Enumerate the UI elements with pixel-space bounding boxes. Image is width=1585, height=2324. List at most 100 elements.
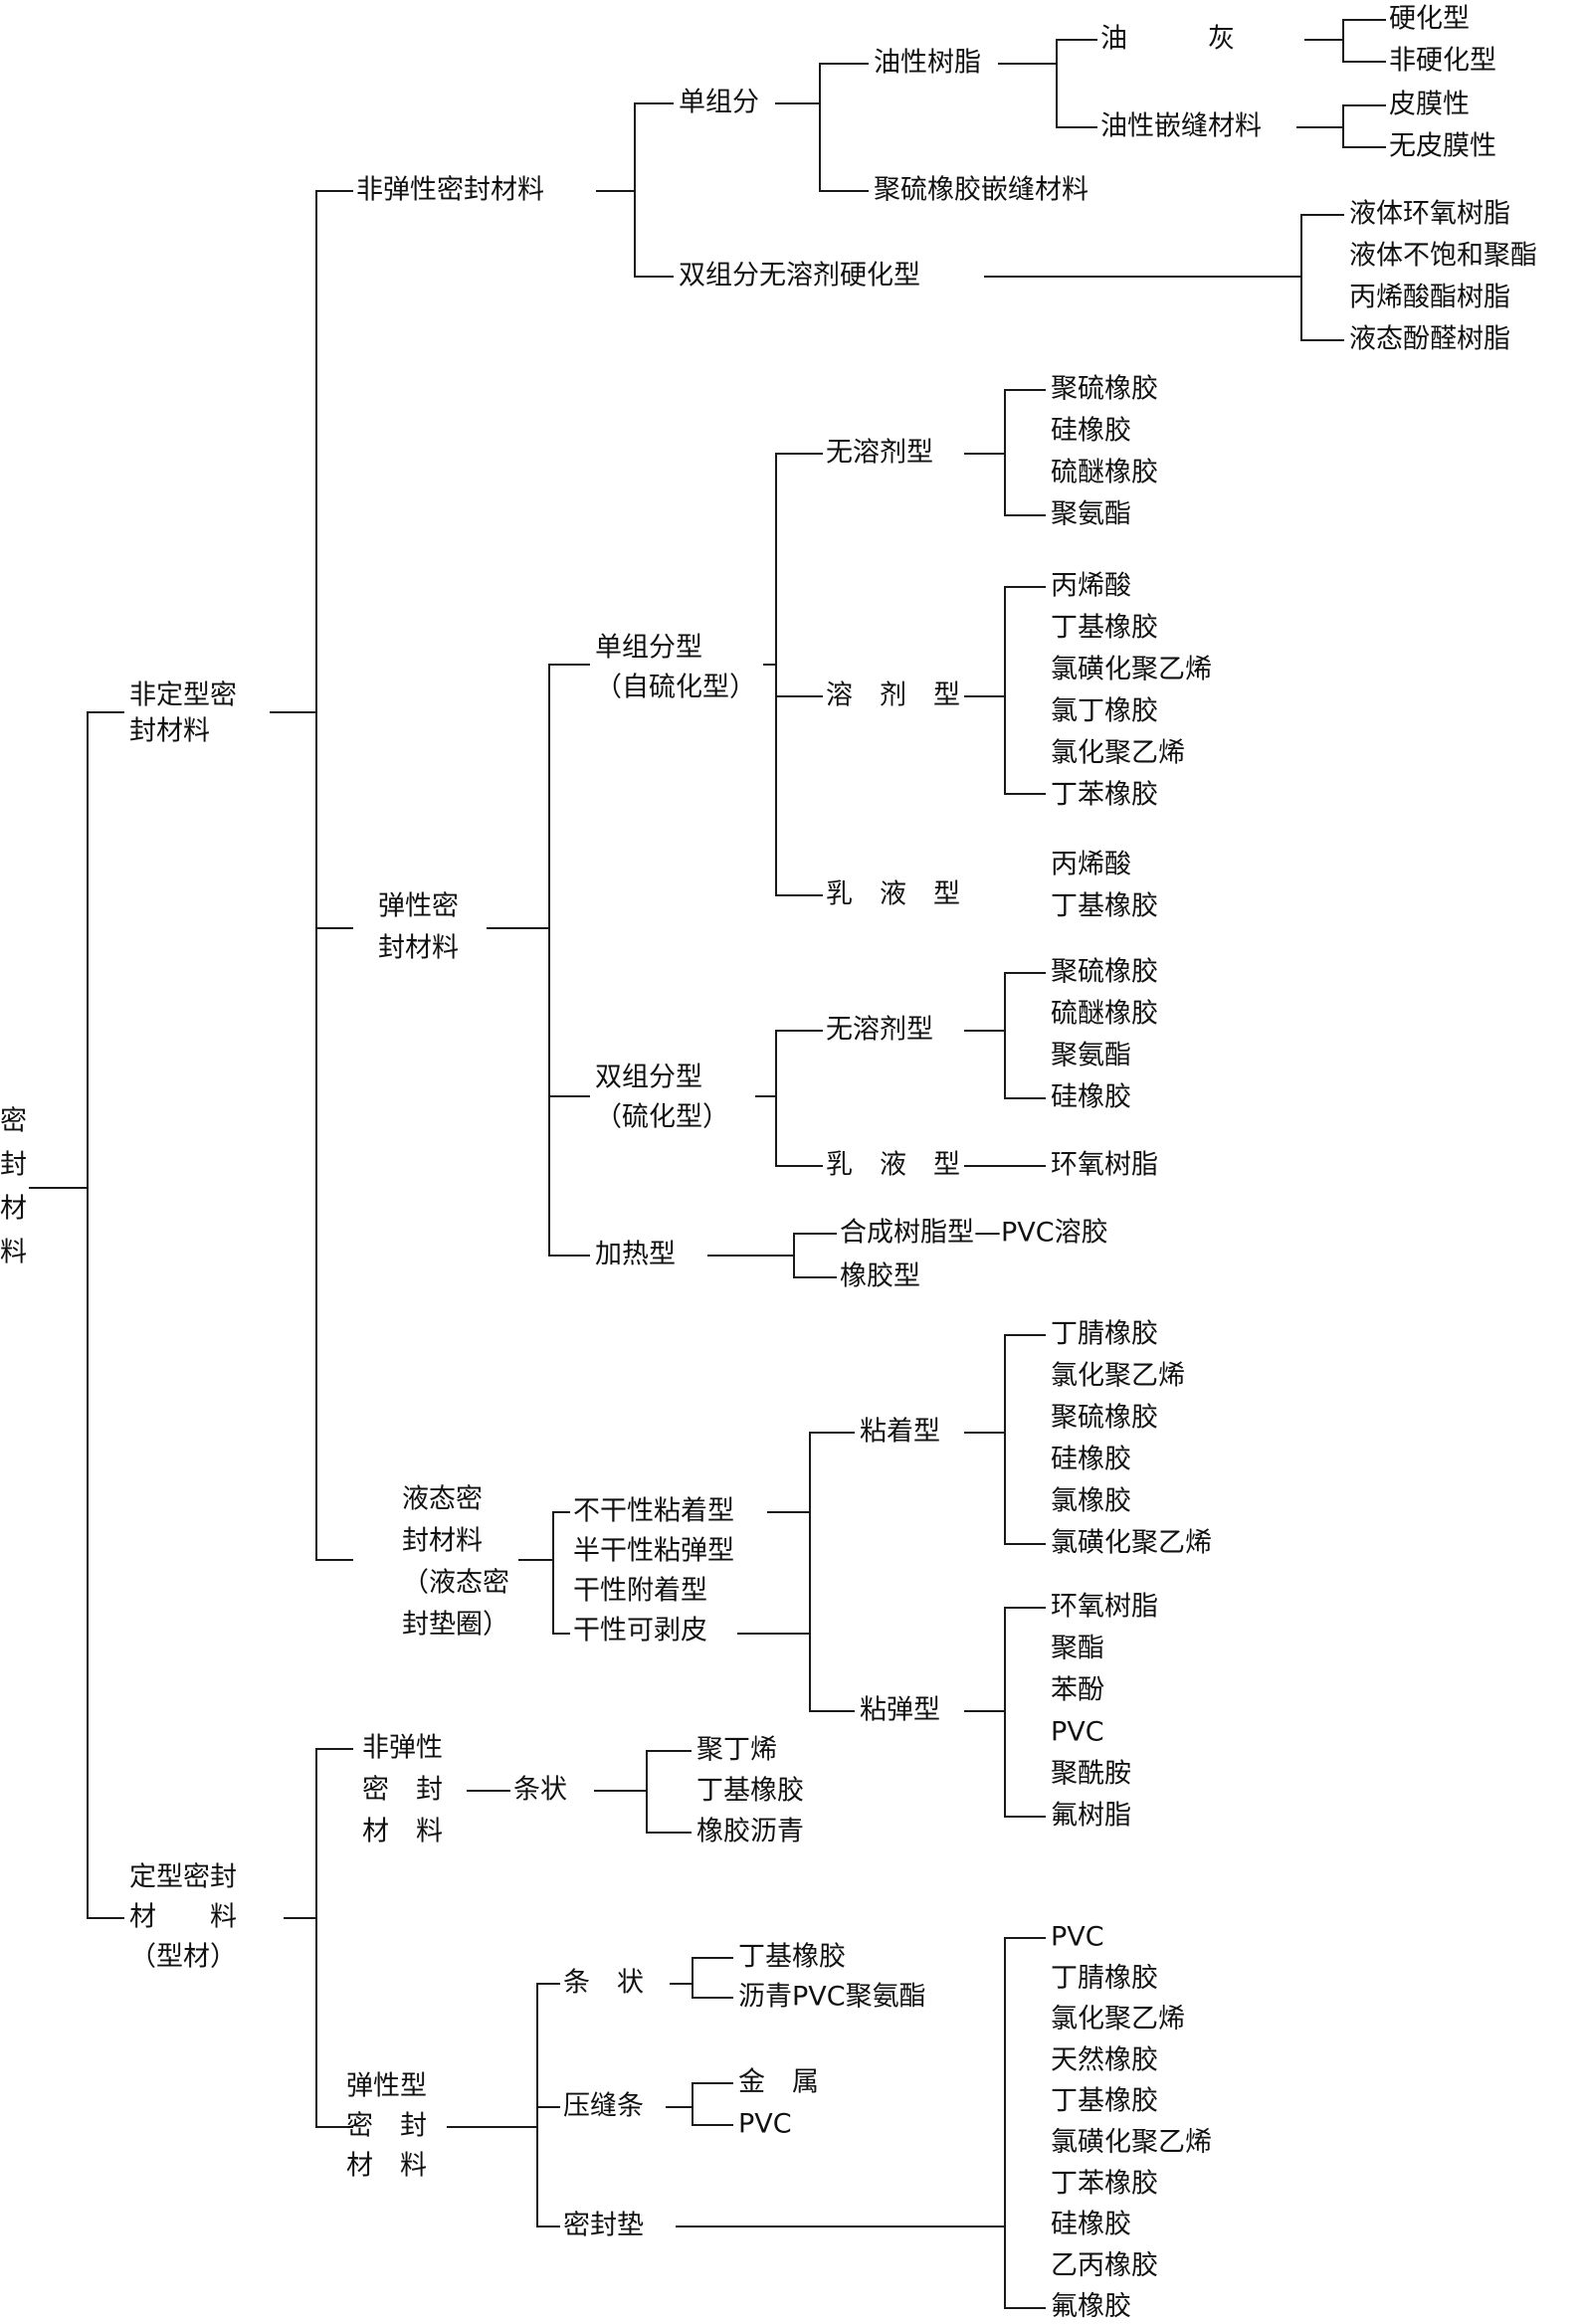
liquid-seal-label-3: 封垫圈） <box>402 1610 509 1641</box>
adhesive-item-2: 聚硫橡胶 <box>1051 1403 1158 1434</box>
strip2-item-0: 丁基橡胶 <box>738 1942 846 1973</box>
adhesive-item-5: 氯磺化聚乙烯 <box>1051 1528 1212 1559</box>
non-elastic-seal-label: 非弹性密封材料 <box>356 175 544 206</box>
gasket-item-0: PVC <box>1051 1922 1104 1953</box>
pressed-strip-label: 压缝条 <box>563 2091 644 2122</box>
solventless2-item-0: 聚硫橡胶 <box>1051 957 1158 988</box>
viscoelastic-type-label: 粘弹型 <box>860 1695 940 1726</box>
root-label-3: 料 <box>0 1238 27 1268</box>
strip-item-0: 聚丁烯 <box>696 1735 777 1766</box>
liquid-seal-label-0: 液态密 <box>402 1484 483 1515</box>
single-type-label-1: （自硫化型） <box>595 673 756 703</box>
elastic-fixed-label-1: 密 封 <box>346 2111 427 2142</box>
root-label-2: 材 <box>0 1194 27 1225</box>
gasket-item-6: 丁苯橡胶 <box>1051 2168 1158 2199</box>
solvent-item-1: 丁基橡胶 <box>1051 613 1158 644</box>
adhesive-item-1: 氯化聚乙烯 <box>1051 1361 1185 1392</box>
fixed-seal-label-2: （型材） <box>129 1942 237 1973</box>
viscoelastic-item-0: 环氧树脂 <box>1051 1592 1158 1623</box>
strip-item-2: 橡胶沥青 <box>696 1817 804 1847</box>
solvent-item-3: 氯丁橡胶 <box>1051 696 1158 727</box>
strip2-label: 条 状 <box>563 1968 644 1999</box>
non-elastic-fixed-label-2: 材 料 <box>362 1817 443 1847</box>
solventless-item-0: 聚硫橡胶 <box>1051 374 1158 405</box>
gasket-item-8: 乙丙橡胶 <box>1051 2250 1158 2281</box>
fixed-seal-label-1: 材 料 <box>129 1902 237 1933</box>
liquid-type-item-2: 干性附着型 <box>573 1576 707 1607</box>
two-type-label-0: 双组分型 <box>595 1063 702 1093</box>
solventless-label: 无溶剂型 <box>826 438 933 469</box>
liquid-type-item-3: 干性可剥皮 <box>573 1616 707 1646</box>
hardening-type-label: 硬化型 <box>1389 4 1470 35</box>
solvent-item-0: 丙烯酸 <box>1051 571 1131 602</box>
solventless-item-3: 聚氨酯 <box>1051 499 1131 530</box>
strip-label: 条状 <box>513 1775 567 1806</box>
non-fixed-seal-label-1: 封材料 <box>129 716 210 747</box>
strip2-item-1: 沥青PVC聚氨酯 <box>738 1982 926 2013</box>
liquid-type-item-1: 半干性粘弹型 <box>573 1536 734 1567</box>
oily-resin-label: 油性树脂 <box>874 48 981 79</box>
gasket-item-9: 氟橡胶 <box>1051 2291 1131 2322</box>
solventless2-label: 无溶剂型 <box>826 1015 933 1046</box>
elastic-seal-label-1: 封材料 <box>378 933 459 964</box>
synthetic-resin-type-label: 合成树脂型—PVC溶胶 <box>840 1218 1108 1249</box>
pressed-strip-item-1: PVC <box>738 2109 792 2140</box>
liquid-type-item-0: 不干性粘着型 <box>573 1496 734 1527</box>
solventless-item-2: 硫醚橡胶 <box>1051 458 1158 488</box>
solvent-item-4: 氯化聚乙烯 <box>1051 738 1185 769</box>
liquid-seal-label-2: （液态密 <box>402 1568 509 1599</box>
strip-item-1: 丁基橡胶 <box>696 1776 804 1807</box>
non-elastic-fixed-label-1: 密 封 <box>362 1775 443 1806</box>
emulsion-item-0: 丙烯酸 <box>1051 850 1131 880</box>
emulsion-type-label: 乳 液 型 <box>826 879 960 910</box>
non-fixed-seal-label-0: 非定型密 <box>129 680 237 711</box>
gasket-item-3: 天然橡胶 <box>1051 2044 1158 2075</box>
solventless2-item-2: 聚氨酯 <box>1051 1041 1131 1071</box>
elastic-fixed-label-0: 弹性型 <box>346 2071 427 2102</box>
single-component-label: 单组分 <box>679 88 759 118</box>
adhesive-item-4: 氯橡胶 <box>1051 1486 1131 1517</box>
pressed-strip-item-0: 金 属 <box>738 2067 819 2098</box>
viscoelastic-item-1: 聚酯 <box>1051 1634 1104 1664</box>
viscoelastic-item-3: PVC <box>1051 1717 1104 1748</box>
non-hardening-type-label: 非硬化型 <box>1389 46 1496 77</box>
emulsion2-type-label: 乳 液 型 <box>826 1150 960 1181</box>
solventless2-item-1: 硫醚橡胶 <box>1051 999 1158 1030</box>
two-comp-solventless-item-0: 液体环氧树脂 <box>1349 199 1510 230</box>
single-type-label-0: 单组分型 <box>595 633 702 664</box>
oily-caulk-label: 油性嵌缝材料 <box>1100 111 1262 142</box>
elastic-fixed-label-2: 材 料 <box>346 2151 427 2182</box>
adhesive-item-3: 硅橡胶 <box>1051 1445 1131 1475</box>
solventless-item-1: 硅橡胶 <box>1051 416 1131 447</box>
adhesive-item-0: 丁腈橡胶 <box>1051 1319 1158 1350</box>
root-label-0: 密 <box>0 1106 27 1137</box>
film-forming-label: 皮膜性 <box>1389 90 1470 120</box>
gasket-item-1: 丁腈橡胶 <box>1051 1963 1158 1994</box>
adhesive-type-label: 粘着型 <box>860 1417 940 1448</box>
rubber-type-label: 橡胶型 <box>840 1261 920 1292</box>
two-comp-solventless-item-1: 液体不饱和聚酯 <box>1349 241 1537 272</box>
gasket-item-4: 丁基橡胶 <box>1051 2086 1158 2117</box>
gasket-label: 密封垫 <box>563 2211 644 2241</box>
emulsion-item-1: 丁基橡胶 <box>1051 891 1158 922</box>
heating-type-label: 加热型 <box>595 1240 676 1270</box>
polysulfide-caulk-label: 聚硫橡胶嵌缝材料 <box>874 175 1089 206</box>
non-elastic-fixed-label-0: 非弹性 <box>362 1733 443 1764</box>
gasket-item-5: 氯磺化聚乙烯 <box>1051 2127 1212 2158</box>
viscoelastic-item-2: 苯酚 <box>1051 1675 1104 1706</box>
connector-lines <box>29 19 1386 2309</box>
liquid-seal-label-1: 封材料 <box>402 1526 483 1557</box>
epoxy-resin-label: 环氧树脂 <box>1051 1150 1158 1181</box>
solvent-item-2: 氯磺化聚乙烯 <box>1051 655 1212 685</box>
gasket-item-7: 硅橡胶 <box>1051 2210 1131 2240</box>
two-comp-solventless-label: 双组分无溶剂硬化型 <box>679 261 920 291</box>
putty-label: 油 灰 <box>1100 24 1235 55</box>
solvent-item-5: 丁苯橡胶 <box>1051 780 1158 811</box>
non-film-forming-label: 无皮膜性 <box>1389 131 1496 162</box>
root-label-1: 封 <box>0 1150 27 1181</box>
two-comp-solventless-item-2: 丙烯酸酯树脂 <box>1349 283 1510 313</box>
viscoelastic-item-5: 氟树脂 <box>1051 1801 1131 1832</box>
gasket-item-2: 氯化聚乙烯 <box>1051 2004 1185 2034</box>
